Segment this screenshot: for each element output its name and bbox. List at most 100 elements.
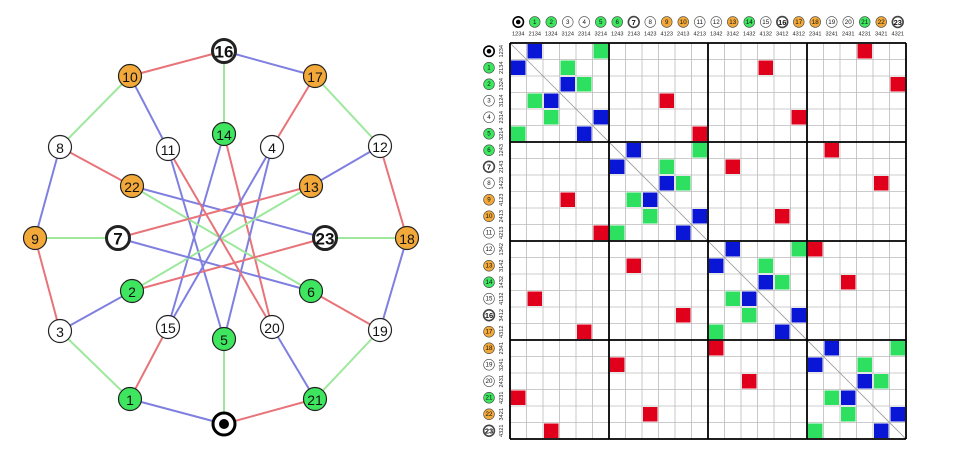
svg-text:13: 13 — [729, 19, 736, 26]
node-label: 22 — [124, 179, 140, 195]
node-19: 19 — [367, 317, 393, 343]
svg-text:14: 14 — [486, 279, 493, 286]
col-perm-23: 4321 — [892, 32, 904, 38]
svg-text:17: 17 — [486, 329, 493, 336]
cell-16-14 — [742, 308, 757, 323]
cell-15-13 — [725, 291, 740, 306]
cell-7-13 — [725, 159, 740, 174]
permutation-matrix: 1234121342132433124423145321461243721438… — [482, 15, 907, 440]
row-node-1: 1 — [483, 62, 495, 74]
cell-6-7 — [626, 143, 641, 158]
edge-22-23 — [131, 185, 326, 239]
node-13: 13 — [298, 173, 324, 199]
cell-9-8 — [643, 192, 658, 207]
cell-4-5 — [593, 110, 608, 125]
edge-10-16 — [129, 50, 225, 77]
col-perm-16: 3412 — [776, 32, 788, 38]
node-label: 11 — [161, 142, 176, 158]
svg-text:4: 4 — [583, 19, 587, 26]
col-node-11: 11 — [694, 16, 706, 28]
col-node-14: 14 — [743, 16, 755, 28]
col-node-15: 15 — [760, 16, 772, 28]
col-perm-3: 3124 — [562, 32, 574, 38]
node-label: 13 — [303, 179, 319, 195]
cell-17-12 — [709, 324, 724, 339]
col-perm-10: 2413 — [677, 32, 689, 38]
cell-22-20 — [841, 407, 856, 422]
row-node-17: 17 — [483, 326, 495, 338]
edge-13-2 — [131, 185, 312, 292]
matrix-cells — [511, 44, 905, 438]
col-perm-9: 4123 — [661, 32, 673, 38]
col-node-17: 17 — [793, 16, 805, 28]
node-label: 12 — [372, 139, 388, 155]
node-9: 9 — [22, 225, 48, 251]
col-perm-0: 1234 — [512, 32, 524, 38]
col-perm-6: 1243 — [611, 32, 623, 38]
svg-text:6: 6 — [487, 147, 491, 154]
row-perm-17: 4312 — [499, 326, 505, 338]
cell-21-19 — [824, 390, 839, 405]
row-perm-1: 2134 — [499, 62, 505, 74]
svg-text:21: 21 — [861, 19, 868, 26]
row-node-0 — [483, 45, 495, 58]
node-15: 15 — [155, 314, 181, 340]
cell-2-23 — [890, 77, 905, 92]
node-21: 21 — [302, 386, 328, 412]
node-16: 16 — [211, 38, 237, 64]
row-perm-13: 3142 — [499, 260, 505, 272]
svg-text:14: 14 — [746, 19, 753, 26]
edge-1-3 — [59, 330, 131, 400]
cell-13-7 — [626, 258, 641, 273]
node-17: 17 — [302, 63, 328, 89]
cell-6-11 — [692, 143, 707, 158]
cell-15-14 — [742, 291, 757, 306]
cell-0-1 — [527, 44, 542, 59]
node-18: 18 — [394, 225, 420, 251]
cell-16-17 — [791, 308, 806, 323]
col-node-0 — [512, 15, 525, 28]
edge-10-11 — [129, 75, 169, 150]
node-label: 5 — [220, 332, 228, 348]
node-11: 11 — [155, 136, 181, 162]
edge-3-2 — [59, 290, 133, 332]
row-perm-15: 4132 — [499, 293, 505, 305]
col-node-10: 10 — [677, 16, 689, 28]
node-label: 10 — [122, 69, 138, 85]
svg-text:20: 20 — [845, 19, 852, 26]
svg-text:11: 11 — [486, 230, 493, 237]
edge-13-7 — [117, 185, 312, 239]
col-perm-5: 3214 — [595, 32, 607, 38]
row-perm-18: 2341 — [499, 342, 505, 354]
cell-8-9 — [659, 176, 674, 191]
cell-15-1 — [527, 291, 542, 306]
svg-text:9: 9 — [665, 19, 669, 26]
cell-18-23 — [890, 341, 905, 356]
row-perm-23: 4321 — [499, 425, 505, 437]
edge-8-10 — [59, 75, 131, 148]
cell-5-0 — [511, 126, 526, 141]
node-1: 1 — [117, 386, 143, 412]
row-perm-6: 1243 — [499, 144, 505, 156]
svg-text:19: 19 — [828, 19, 835, 26]
node-label: 7 — [113, 230, 122, 249]
svg-text:16: 16 — [485, 311, 493, 320]
cell-3-1 — [527, 93, 542, 108]
node-label: 20 — [264, 320, 280, 336]
cell-7-9 — [659, 159, 674, 174]
col-perm-11: 4213 — [694, 32, 706, 38]
cell-11-10 — [676, 225, 691, 240]
svg-text:6: 6 — [616, 19, 620, 26]
edge-0-21 — [223, 398, 316, 425]
cell-13-12 — [709, 258, 724, 273]
node-2: 2 — [119, 278, 145, 304]
row-node-22: 22 — [483, 408, 495, 420]
cell-23-18 — [808, 423, 823, 438]
node-label: 18 — [399, 231, 415, 247]
col-perm-2: 1324 — [545, 32, 557, 38]
svg-text:10: 10 — [680, 19, 687, 26]
cell-1-0 — [511, 60, 526, 75]
row-node-9: 9 — [483, 194, 495, 206]
col-node-8: 8 — [644, 16, 656, 28]
